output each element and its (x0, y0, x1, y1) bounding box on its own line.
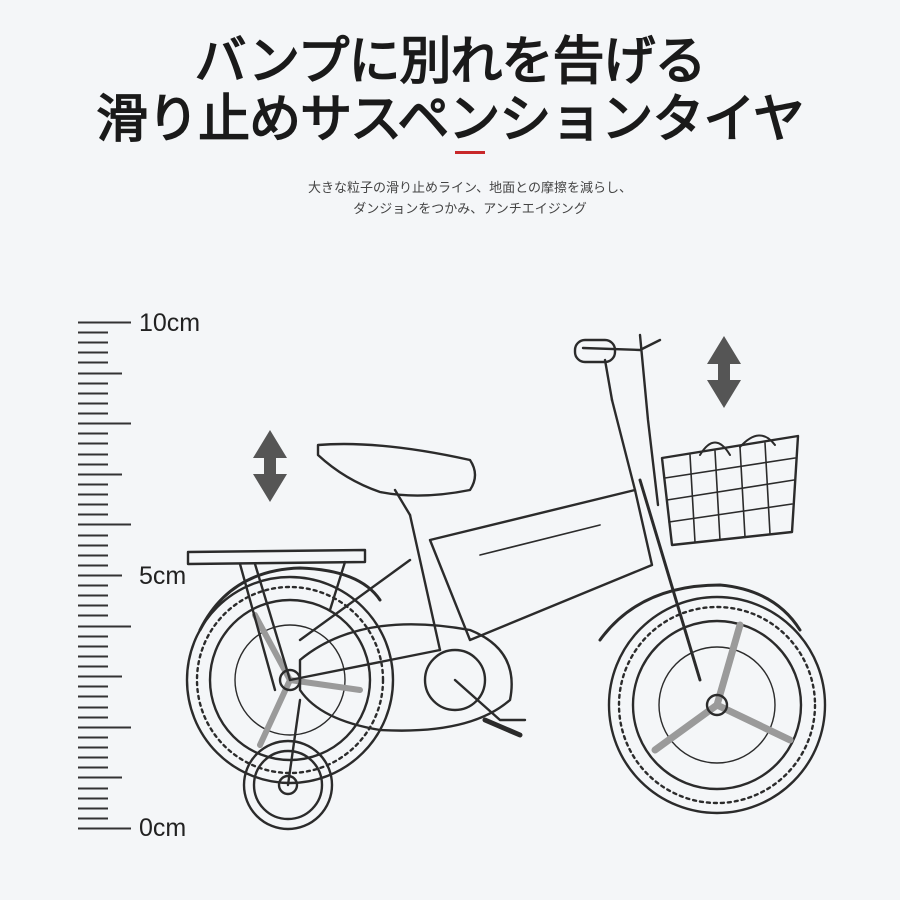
subtext-line-1: 大きな粒子の滑り止めライン、地面との摩擦を減らし、 (307, 181, 633, 196)
front-fender (598, 583, 802, 642)
bicycle-seat (316, 442, 477, 517)
front-basket (660, 434, 800, 547)
rear-wheel (185, 575, 395, 785)
rear-rack (186, 548, 367, 692)
handlebar (573, 333, 662, 507)
training-wheel (242, 698, 334, 831)
front-wheel (607, 595, 827, 815)
headline-line-2: 滑り止めサスペンションタイヤ (96, 90, 805, 150)
ruler-label-10cm: 10cm (139, 309, 201, 337)
headline-line-1: バンプに別れを告げる (194, 32, 706, 92)
chain-guard (298, 623, 527, 738)
accent-bar (455, 151, 485, 154)
up-down-arrow-icon-right (707, 336, 741, 408)
bicycle-frame (288, 358, 702, 682)
ruler-label-5cm: 5cm (139, 562, 187, 590)
subtext-line-2: ダンジョンをつかみ、アンチエイジング (353, 202, 587, 217)
ruler-label-0cm: 0cm (139, 814, 187, 842)
up-down-arrow-icon-left (253, 430, 287, 502)
rear-fender (198, 566, 382, 632)
